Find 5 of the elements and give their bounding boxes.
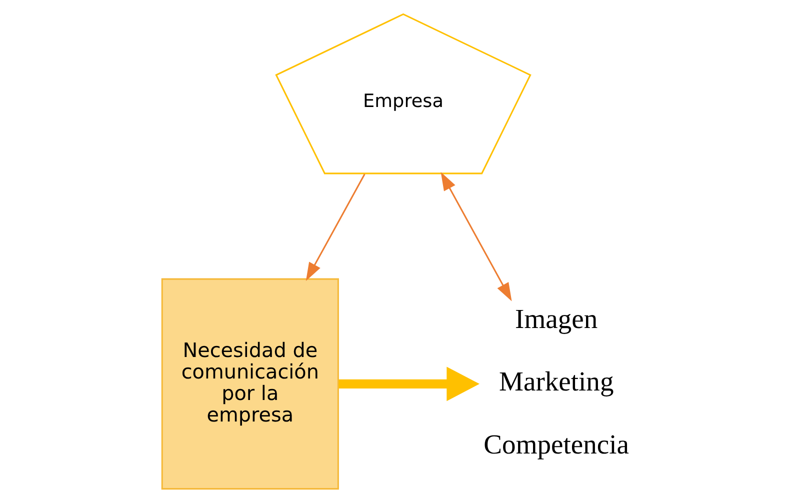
arrow <box>338 366 480 402</box>
node-text: Imagen Marketing Competencia <box>484 302 630 460</box>
node-box: Necesidad de comunicación por la empresa <box>161 278 339 490</box>
arrow <box>440 172 512 302</box>
arrow <box>306 174 366 281</box>
